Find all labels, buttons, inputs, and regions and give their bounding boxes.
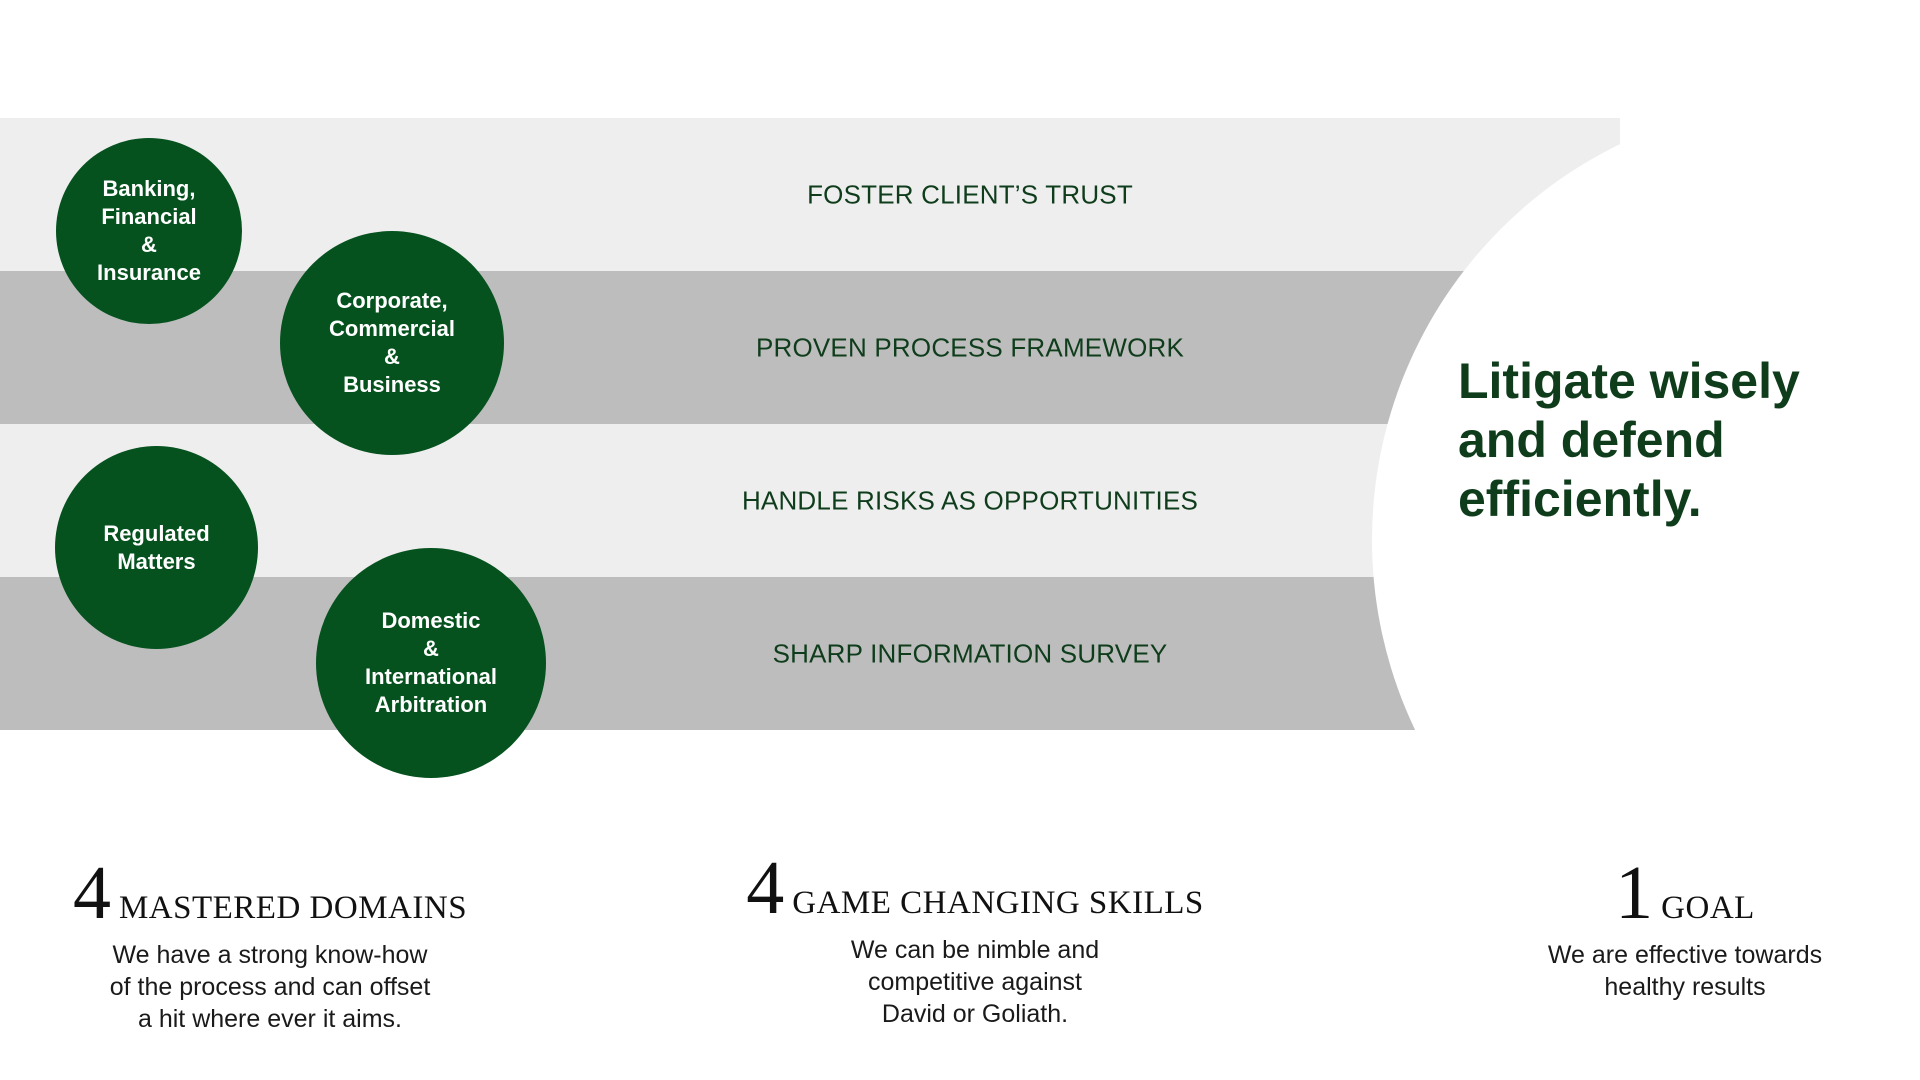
- band-risks-opportunities: HANDLE RISKS AS OPPORTUNITIES: [0, 424, 1620, 577]
- stat-title: GOAL: [1661, 890, 1755, 926]
- domain-circle-regulated: Regulated Matters: [55, 446, 258, 649]
- band-label: FOSTER CLIENT’S TRUST: [807, 179, 1133, 209]
- stat-description: We are effective towards healthy results: [1547, 941, 1823, 1001]
- stat-game-changing-skills: 4 GAME CHANGING SKILLS We can be nimble …: [720, 850, 1230, 1030]
- stat-description: We can be nimble and competitive against…: [850, 936, 1100, 1028]
- domain-circle-banking: Banking, Financial & Insurance: [56, 138, 242, 324]
- band-foster-trust: FOSTER CLIENT’S TRUST: [0, 118, 1620, 271]
- band-label: SHARP INFORMATION SURVEY: [772, 638, 1168, 668]
- stat-number: 4: [746, 846, 785, 930]
- stat-title: GAME CHANGING SKILLS: [792, 885, 1204, 921]
- headline: Litigate wisely and defend efficiently.: [1458, 353, 1800, 527]
- stat-number: 1: [1615, 851, 1654, 935]
- band-label: HANDLE RISKS AS OPPORTUNITIES: [741, 485, 1199, 515]
- domain-circle-corporate: Corporate, Commercial & Business: [280, 231, 504, 455]
- stat-title: MASTERED DOMAINS: [118, 890, 468, 926]
- domain-circle-arbitration: Domestic & International Arbitration: [316, 548, 546, 778]
- band-label: PROVEN PROCESS FRAMEWORK: [755, 332, 1185, 362]
- stat-goal: 1 GOAL We are effective towards healthy …: [1500, 855, 1870, 1003]
- band-process-framework: PROVEN PROCESS FRAMEWORK: [0, 271, 1620, 424]
- stat-description: We have a strong know-how of the process…: [109, 941, 431, 1033]
- stat-number: 4: [72, 851, 111, 935]
- stat-mastered-domains: 4 MASTERED DOMAINS We have a strong know…: [40, 855, 500, 1035]
- band-information-survey: SHARP INFORMATION SURVEY: [0, 577, 1620, 730]
